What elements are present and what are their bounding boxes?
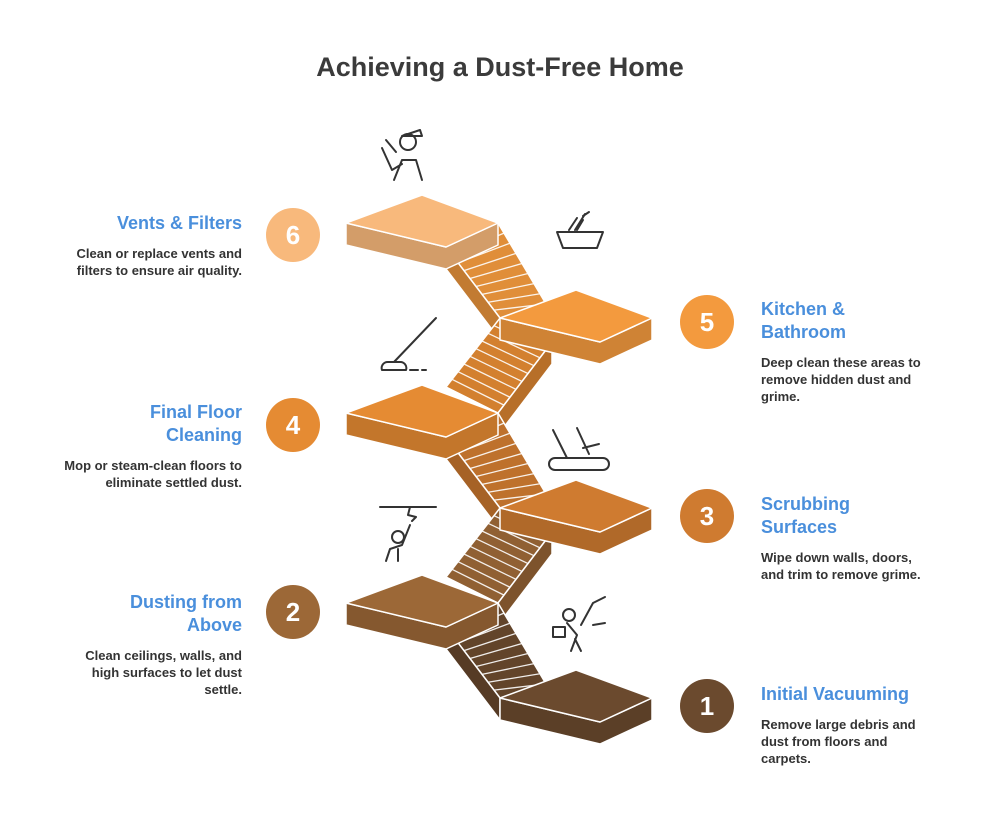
step-2-description: Clean ceilings, walls, and high surfaces…	[85, 648, 242, 697]
step-5-title: Kitchen & Bathroom	[761, 299, 846, 342]
stair-step-line	[487, 483, 541, 493]
page-title: Achieving a Dust-Free Home	[316, 52, 684, 82]
platform-step-5	[499, 289, 653, 365]
stair-step-line	[451, 378, 505, 406]
step-1-description: Remove large debris and dust from floors…	[761, 717, 916, 766]
platform-step-2	[345, 574, 499, 650]
stair-step-line	[481, 340, 535, 367]
icon-stroke	[556, 231, 604, 249]
stair-step-line	[487, 522, 541, 549]
step-3-title: Scrubbing Surfaces	[761, 494, 850, 537]
step-1-badge: 1	[680, 679, 734, 733]
stair-step-line	[469, 642, 523, 660]
icon-stroke	[407, 506, 417, 522]
stair-step-line	[475, 272, 529, 288]
icon-stroke	[566, 622, 578, 652]
stair-step-line	[463, 442, 517, 462]
stair-step-line	[469, 355, 523, 383]
technician-icon	[381, 129, 423, 181]
stair-step-line	[463, 632, 517, 652]
stair-step-line	[481, 473, 535, 485]
stair-step-line	[463, 553, 517, 580]
stair-step-line	[475, 348, 529, 375]
step-4-title: Final Floor Cleaning	[150, 402, 242, 445]
icon-stroke	[562, 608, 576, 622]
stair-step-line	[487, 332, 541, 359]
platform-step-4	[345, 384, 499, 460]
stair-step-line	[469, 452, 523, 470]
step-6-badge: 6	[266, 208, 320, 262]
step-5-label: Kitchen & Bathroom Deep clean these area…	[761, 298, 936, 405]
step-6-description: Clean or replace vents and filters to en…	[76, 246, 242, 278]
icon-stroke	[393, 159, 423, 181]
stair-step-line	[451, 568, 505, 596]
platform-step-6	[345, 194, 499, 270]
icon-stroke	[552, 429, 568, 459]
mop-icon	[380, 317, 437, 371]
icon-stroke	[576, 219, 584, 231]
step-2-badge: 2	[266, 585, 320, 639]
scrub-brush-basin-icon	[556, 211, 604, 249]
stair-step-line	[481, 663, 535, 675]
icon-stroke	[568, 217, 578, 231]
icon-stroke	[401, 129, 423, 137]
step-5-badge: 5	[680, 295, 734, 349]
icon-stroke	[380, 361, 408, 371]
step-1-title: Initial Vacuuming	[761, 684, 910, 704]
stair-step-line	[481, 530, 535, 557]
stair-step-line	[481, 283, 535, 295]
icon-stroke	[552, 626, 566, 638]
platform-step-3	[499, 479, 653, 555]
step-2-label: Dusting from Above Clean ceilings, walls…	[52, 591, 242, 698]
platform-top	[499, 289, 653, 343]
icon-stroke	[582, 211, 590, 217]
icon-stroke	[574, 638, 582, 652]
platform-top	[345, 574, 499, 628]
icon-stroke	[582, 443, 600, 449]
icon-stroke	[385, 139, 397, 153]
step-3-label: Scrubbing Surfaces Wipe down walls, door…	[761, 493, 936, 583]
stair-step-line	[457, 561, 511, 588]
platform-top	[499, 479, 653, 533]
icon-stroke	[391, 530, 405, 544]
step-1-label: Initial Vacuuming Remove large debris an…	[761, 683, 936, 767]
step-2-title: Dusting from Above	[130, 592, 242, 635]
stair-step-line	[475, 538, 529, 565]
step-6-title: Vents & Filters	[116, 213, 242, 233]
icon-stroke	[381, 147, 403, 171]
stair-step-line	[469, 545, 523, 573]
vacuum-person-icon	[552, 596, 606, 652]
stair-step-line	[463, 252, 517, 272]
stair-step-line	[469, 262, 523, 280]
step-4-label: Final Floor Cleaning Mop or steam-clean …	[52, 401, 242, 491]
scrubbing-hand-icon	[548, 427, 610, 471]
platform-step-1	[499, 669, 653, 745]
step-4-badge: 4	[266, 398, 320, 452]
stair-step-line	[463, 363, 517, 390]
ceiling-dusting-person-icon	[379, 506, 437, 562]
stair-step-line	[457, 371, 511, 398]
icon-stroke	[592, 622, 606, 626]
step-3-badge: 3	[680, 489, 734, 543]
stair-step-line	[475, 462, 529, 478]
icon-stroke	[580, 596, 606, 626]
step-6-label: Vents & Filters Clean or replace vents a…	[52, 212, 242, 279]
platform-top	[345, 194, 499, 248]
icon-stroke	[385, 524, 411, 562]
platform-top	[345, 384, 499, 438]
step-3-description: Wipe down walls, doors, and trim to remo…	[761, 550, 921, 582]
icon-stroke	[393, 317, 437, 363]
stair-step-line	[487, 293, 541, 303]
step-4-description: Mop or steam-clean floors to eliminate s…	[64, 458, 242, 490]
stair-step-line	[475, 652, 529, 668]
icon-stroke	[548, 457, 610, 471]
platform-top	[499, 669, 653, 723]
stair-step-line	[487, 673, 541, 683]
icon-stroke	[576, 427, 590, 455]
step-5-description: Deep clean these areas to remove hidden …	[761, 355, 921, 404]
